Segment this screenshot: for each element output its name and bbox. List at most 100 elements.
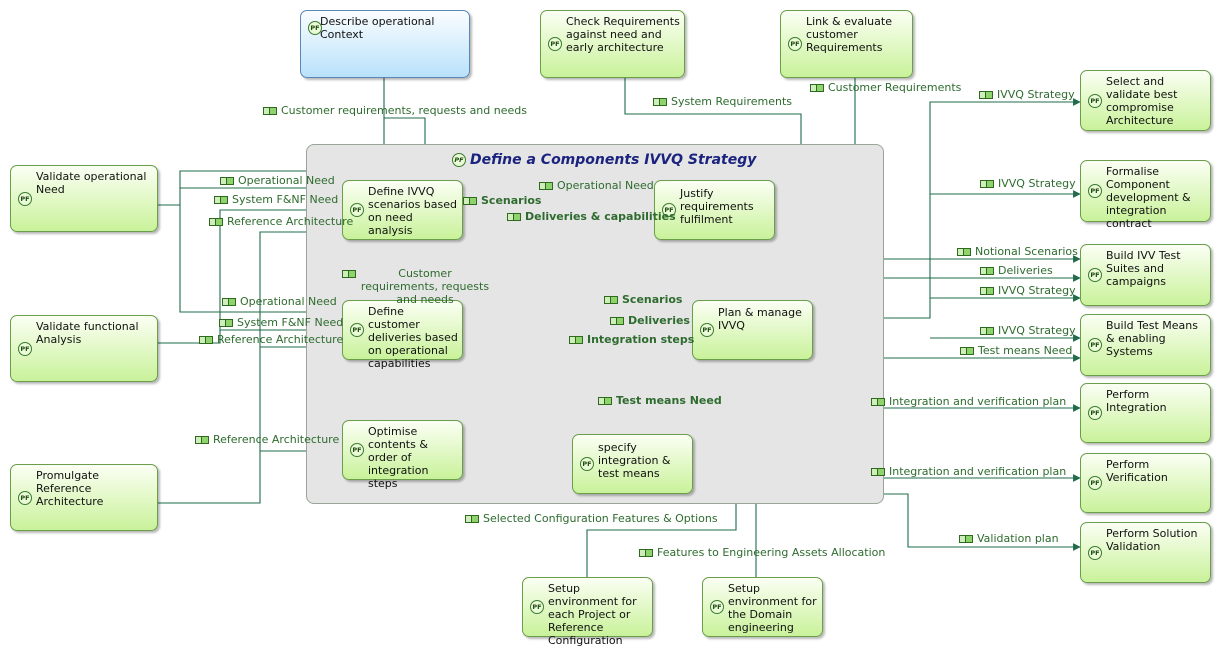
function-label: Define IVVQ scenarios based on need anal… <box>368 185 457 237</box>
function-label: Validate functional Analysis <box>36 320 139 346</box>
function-label: Setup environment for the Domain enginee… <box>728 582 817 634</box>
exchange-item-icon <box>569 335 584 344</box>
flow-label: Reference Architecture <box>199 333 343 346</box>
function-validate-operational-need[interactable]: PF Validate operational Need <box>10 165 158 232</box>
function-perform-solution-validation[interactable]: PF Perform Solution Validation <box>1080 522 1211 583</box>
flow-label: Integration and verification plan <box>871 395 1066 408</box>
flow-label: Deliveries <box>610 314 690 327</box>
flow-label-text: Customer requirements, requests and need… <box>281 104 527 117</box>
flow-label: IVVQ Strategy <box>979 88 1075 101</box>
function-perform-integration[interactable]: PF Perform Integration <box>1080 383 1211 443</box>
exchange-item-icon <box>959 534 974 543</box>
exchange-item-icon <box>871 467 886 476</box>
exchange-item-icon <box>598 396 613 405</box>
exchange-item-icon <box>604 295 619 304</box>
function-label: Build Test Means & enabling Systems <box>1106 319 1198 358</box>
function-check-requirements[interactable]: PF Check Requirements against need and e… <box>540 10 685 78</box>
function-define-customer-deliveries[interactable]: PF Define customer deliveries based on o… <box>342 300 463 370</box>
edge-operational-need-1 <box>157 184 343 206</box>
exchange-item-icon <box>199 335 214 344</box>
function-label: Plan & manage IVVQ <box>718 306 802 332</box>
flow-label-text: Customer requirements, requests and need… <box>360 267 490 306</box>
function-icon: PF <box>1088 184 1102 198</box>
function-plan-manage-ivvq[interactable]: PF Plan & manage IVVQ <box>692 300 813 360</box>
flow-label: IVVQ Strategy <box>980 284 1076 297</box>
function-optimise-contents[interactable]: PF Optimise contents & order of integrat… <box>342 420 463 490</box>
flow-label: IVVQ Strategy <box>980 324 1076 337</box>
function-link-evaluate[interactable]: PF Link & evaluate customer Requirements <box>780 10 913 78</box>
function-icon: PF <box>580 457 594 471</box>
function-label: Perform Solution Validation <box>1106 527 1198 553</box>
function-perform-verification[interactable]: PF Perform Verification <box>1080 453 1211 513</box>
function-justify-fulfilment[interactable]: PF Justify requirements fulfilment <box>654 180 775 240</box>
function-icon: PF <box>1088 545 1102 560</box>
function-icon: PF <box>662 203 676 217</box>
flow-label-text: Features to Engineering Assets Allocatio… <box>657 546 886 559</box>
function-build-test-suites[interactable]: PF Build IVV Test Suites and campaigns <box>1080 244 1211 306</box>
flow-label: Integration steps <box>569 333 694 346</box>
flow-label-text: Operational Need <box>557 179 654 192</box>
function-label: Validate operational Need <box>36 170 147 196</box>
flow-label: Validation plan <box>959 532 1059 545</box>
function-icon: PF <box>530 600 544 614</box>
function-icon: PF <box>710 600 724 614</box>
flow-label-text: Integration and verification plan <box>889 395 1067 408</box>
flow-label-text: Test means Need <box>978 344 1073 357</box>
flow-label: IVVQ Strategy <box>980 177 1076 190</box>
function-specify-integration[interactable]: PF specify integration & test means <box>572 434 693 494</box>
function-setup-env-project[interactable]: PF Setup environment for each Project or… <box>522 577 653 647</box>
function-setup-env-domain[interactable]: PF Setup environment for the Domain engi… <box>702 577 823 637</box>
function-icon: PF <box>18 341 32 356</box>
flow-label: Scenarios <box>463 194 541 207</box>
container-title-text: Define a Components IVVQ Strategy <box>470 152 757 168</box>
flow-label: Customer Requirements <box>810 81 961 94</box>
flow-label-text: Validation plan <box>977 532 1059 545</box>
function-label: Formalise Component development & integr… <box>1106 165 1191 230</box>
exchange-item-icon <box>219 318 234 327</box>
exchange-item-icon <box>960 346 975 355</box>
function-build-test-means[interactable]: PF Build Test Means & enabling Systems <box>1080 314 1211 376</box>
function-select-validate[interactable]: PF Select and validate best compromise A… <box>1080 70 1211 131</box>
exchange-item-icon <box>871 397 886 406</box>
flow-label: Notional Scenarios <box>957 245 1078 258</box>
flow-label-text: Reference Architecture <box>213 433 340 446</box>
flow-label: Test means Need <box>598 394 722 407</box>
function-validate-functional-analysis[interactable]: PF Validate functional Analysis <box>10 315 158 382</box>
exchange-item-icon <box>810 83 825 92</box>
flow-label-text: Notional Scenarios <box>975 245 1078 258</box>
flow-label-text: System F&NF Need <box>232 193 339 206</box>
function-label: specify integration & test means <box>598 441 671 480</box>
exchange-item-icon <box>222 297 237 306</box>
function-describe-context[interactable]: PF Describe operational Context <box>300 10 470 78</box>
function-promulgate-reference-architecture[interactable]: PF Promulgate Reference Architecture <box>10 464 158 531</box>
function-label: Justify requirements fulfilment <box>680 187 754 226</box>
flow-label-text: IVVQ Strategy <box>998 284 1076 297</box>
function-label: Setup environment for each Project or Re… <box>548 582 637 647</box>
function-label: Build IVV Test Suites and campaigns <box>1106 249 1181 288</box>
flow-label-text: Selected Configuration Features & Option… <box>483 512 718 525</box>
flow-label-text: Test means Need <box>616 394 722 407</box>
exchange-item-icon <box>463 196 478 205</box>
flow-label-text: System Requirements <box>671 95 792 108</box>
function-label: Define customer deliveries based on oper… <box>368 305 458 370</box>
function-label: Perform Integration <box>1106 388 1167 414</box>
exchange-item-icon <box>610 316 625 325</box>
exchange-item-icon <box>263 106 278 115</box>
exchange-item-icon <box>980 266 995 275</box>
function-icon: PF <box>788 37 802 51</box>
function-icon: PF <box>18 191 32 206</box>
function-icon: PF <box>1088 338 1102 352</box>
flow-label: Operational Need <box>222 295 337 308</box>
function-icon: PF <box>1088 406 1102 420</box>
exchange-item-icon <box>980 179 995 188</box>
flow-label-text: IVVQ Strategy <box>998 324 1076 337</box>
flow-label: Integration and verification plan <box>871 465 1066 478</box>
edge-operational-need-2 <box>179 205 343 316</box>
edge-system-fnf-need-1 <box>157 206 343 344</box>
function-define-ivvq-scenarios[interactable]: PF Define IVVQ scenarios based on need a… <box>342 180 463 240</box>
function-formalise[interactable]: PF Formalise Component development & int… <box>1080 160 1211 230</box>
flow-label: Operational Need <box>220 174 335 187</box>
function-icon: PF <box>350 203 364 217</box>
function-label: Check Requirements against need and earl… <box>566 15 680 54</box>
exchange-item-icon <box>465 514 480 523</box>
